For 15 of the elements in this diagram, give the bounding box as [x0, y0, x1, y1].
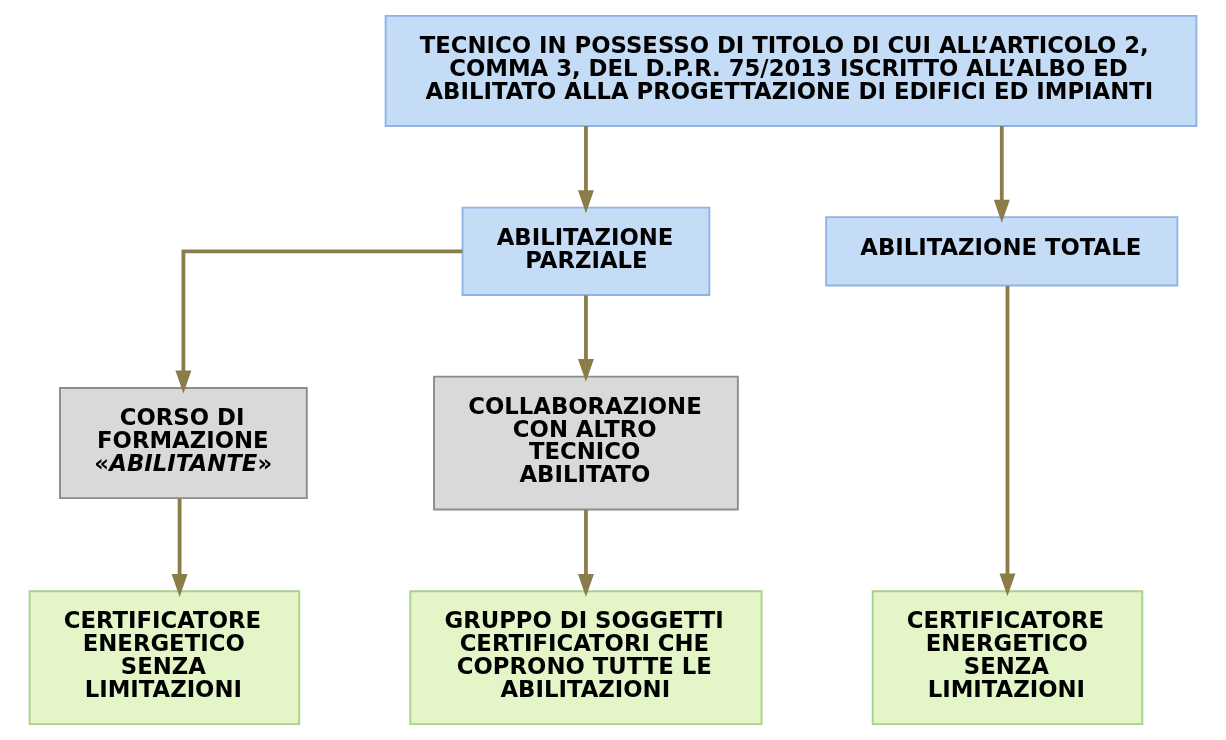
- node-box: CERTIFICATORE ENERGETICO SENZA LIMITAZIONI: [871, 590, 1144, 726]
- arrow: [999, 286, 1016, 597]
- arrow: [577, 295, 594, 382]
- arrow: [577, 509, 594, 597]
- node-box: GRUPPO DI SOGGETTI CERTIFICATORI CHE COPRONO TUTTE LE ABILITAZIONI: [409, 590, 763, 726]
- node-box: TECNICO IN POSSESSO DI TITOLO DI CUI ALL’ARTICOLO 2, COMMA 3, DEL D.P.R. 75/2013 ISCRITTO ALL’ALBO ED ABILITATO ALLA PROGETTAZIONE DI EDIFICI ED IMPIANTI: [384, 14, 1198, 127]
- arrow: [171, 498, 188, 597]
- node-box: CERTIFICATORE ENERGETICO SENZA LIMITAZIONI: [28, 590, 301, 726]
- node-box: ABILITAZIONE TOTALE: [825, 216, 1179, 287]
- arrow: [993, 126, 1010, 223]
- node-box: CORSO DI FORMAZIONE «ABILITANTE»: [59, 387, 308, 500]
- node-box: COLLABORAZIONE CON ALTRO TECNICO ABILITATO: [433, 375, 739, 511]
- node-box: ABILITAZIONE PARZIALE: [461, 206, 711, 296]
- arrow: [577, 126, 594, 214]
- arrow: [175, 249, 463, 394]
